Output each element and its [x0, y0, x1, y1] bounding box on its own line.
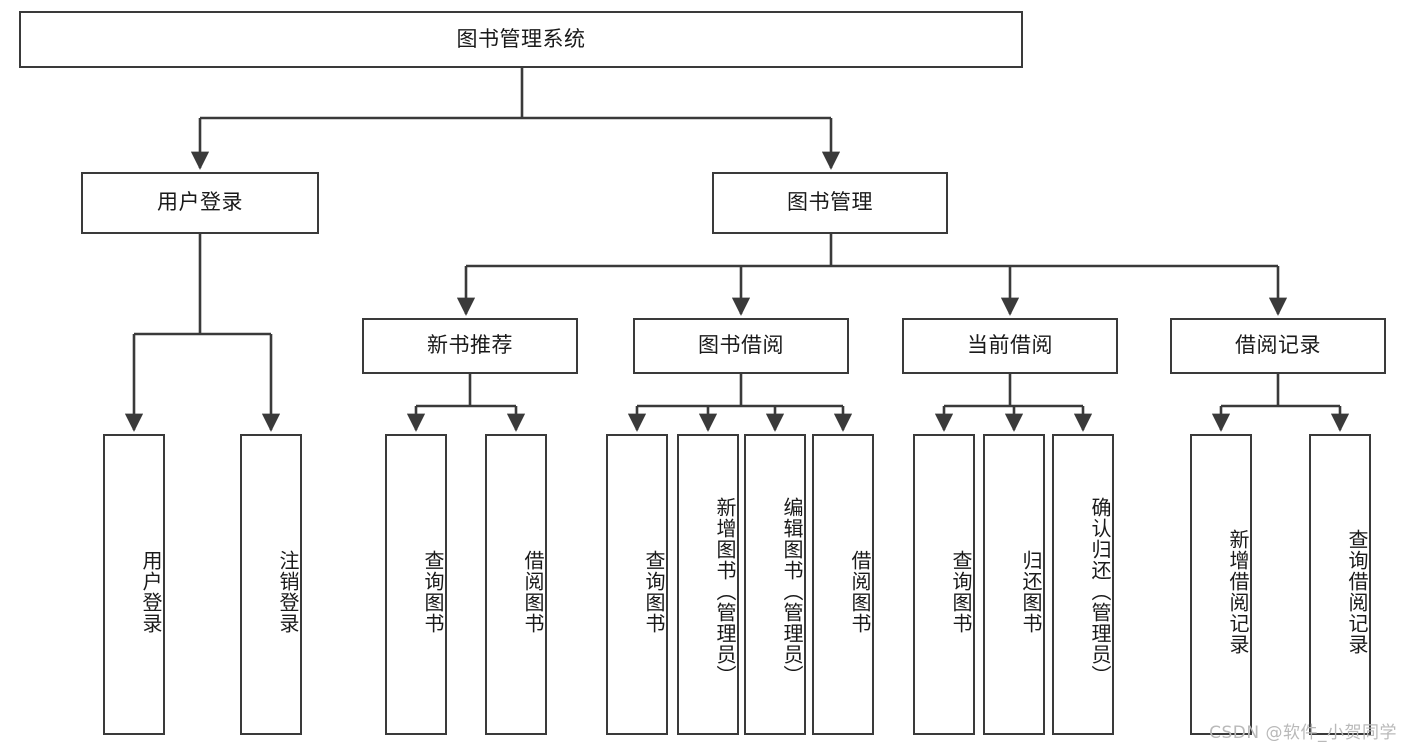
leaf-query-book-current[interactable]: 查询图书	[913, 434, 975, 735]
leaf-add-book-admin[interactable]: 新增图书（管理员）	[677, 434, 739, 735]
node-borrow-records[interactable]: 借阅记录	[1170, 318, 1386, 374]
node-new-book-recommend-label: 新书推荐	[427, 333, 513, 358]
leaf-query-book-current-label: 查询图书	[949, 549, 973, 634]
leaf-confirm-return-admin[interactable]: 确认归还（管理员）	[1052, 434, 1114, 735]
leaf-query-book-recommend[interactable]: 查询图书	[385, 434, 447, 735]
leaf-user-login-label: 用户登录	[139, 549, 163, 634]
node-user-login[interactable]: 用户登录	[81, 172, 319, 234]
leaf-borrow-book-recommend[interactable]: 借阅图书	[485, 434, 547, 735]
leaf-query-borrow-record-label: 查询借阅记录	[1345, 528, 1369, 655]
node-book-management[interactable]: 图书管理	[712, 172, 948, 234]
leaf-borrow-book-label: 借阅图书	[848, 549, 872, 634]
leaf-logout[interactable]: 注销登录	[240, 434, 302, 735]
node-book-borrow[interactable]: 图书借阅	[633, 318, 849, 374]
leaf-edit-book-admin[interactable]: 编辑图书（管理员）	[744, 434, 806, 735]
node-root-label: 图书管理系统	[456, 26, 586, 51]
leaf-borrow-book-recommend-label: 借阅图书	[521, 549, 545, 634]
node-root[interactable]: 图书管理系统	[19, 11, 1023, 68]
node-borrow-records-label: 借阅记录	[1235, 333, 1321, 358]
watermark-text: CSDN @软件_小贺同学	[1209, 723, 1397, 743]
leaf-logout-label: 注销登录	[276, 549, 300, 634]
leaf-query-book-recommend-label: 查询图书	[421, 549, 445, 634]
node-current-borrow[interactable]: 当前借阅	[902, 318, 1118, 374]
leaf-query-book-borrow-label: 查询图书	[642, 549, 666, 634]
leaf-return-book-label: 归还图书	[1019, 549, 1043, 634]
leaf-query-book-borrow[interactable]: 查询图书	[606, 434, 668, 735]
leaf-edit-book-admin-label: 编辑图书（管理员）	[780, 497, 804, 686]
node-book-management-label: 图书管理	[787, 190, 873, 215]
leaf-query-borrow-record[interactable]: 查询借阅记录	[1309, 434, 1371, 735]
leaf-add-book-admin-label: 新增图书（管理员）	[713, 497, 737, 686]
leaf-return-book[interactable]: 归还图书	[983, 434, 1045, 735]
leaf-borrow-book[interactable]: 借阅图书	[812, 434, 874, 735]
node-current-borrow-label: 当前借阅	[967, 333, 1053, 358]
leaf-user-login[interactable]: 用户登录	[103, 434, 165, 735]
leaf-confirm-return-admin-label: 确认归还（管理员）	[1088, 497, 1112, 686]
leaf-add-borrow-record[interactable]: 新增借阅记录	[1190, 434, 1252, 735]
node-user-login-label: 用户登录	[157, 190, 243, 215]
leaf-add-borrow-record-label: 新增借阅记录	[1226, 528, 1250, 655]
node-book-borrow-label: 图书借阅	[698, 333, 784, 358]
node-new-book-recommend[interactable]: 新书推荐	[362, 318, 578, 374]
